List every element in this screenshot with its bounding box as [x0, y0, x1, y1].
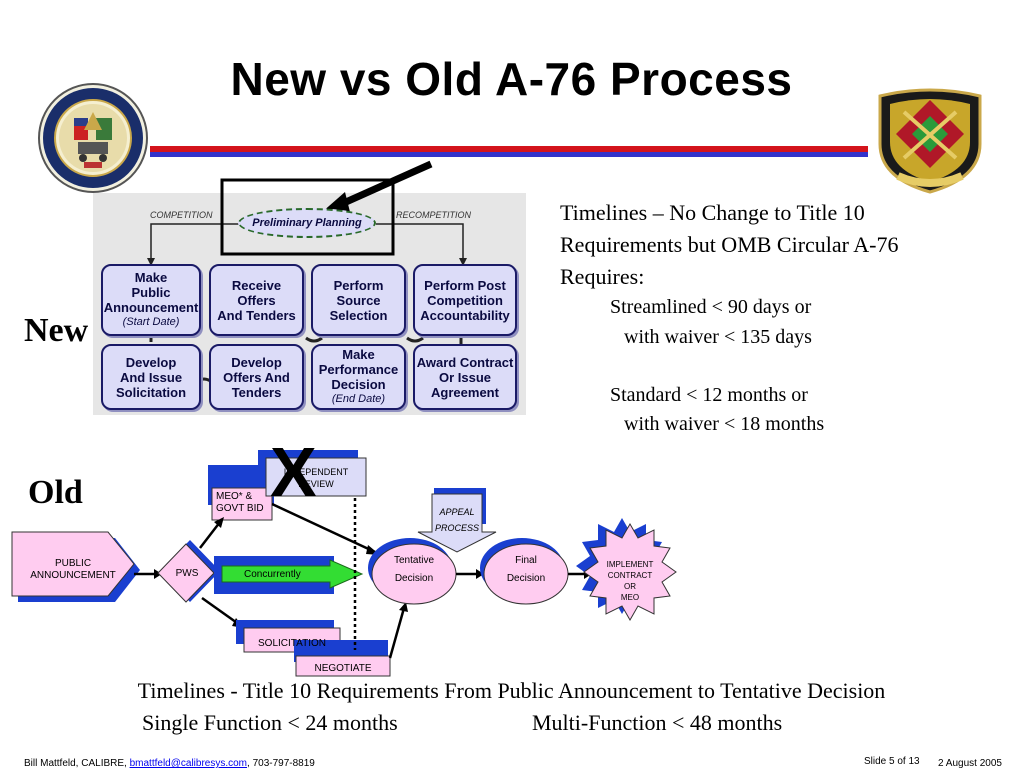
footer-phone: , 703-797-8819 — [247, 758, 315, 769]
title-rule-red — [150, 146, 868, 152]
box-note: (Start Date) — [122, 316, 180, 328]
make-public-announcement-box: Make Public Announcement (Start Date) — [101, 264, 201, 336]
army-seal-icon — [38, 83, 148, 193]
node-line: Decision — [394, 573, 434, 584]
standard-line1: Standard < 12 months or — [610, 384, 808, 406]
node-line: Decision — [506, 573, 546, 584]
footer-date: 2 August 2005 — [938, 758, 1002, 769]
node-line: ANNOUNCEMENT — [30, 570, 116, 581]
multi-function-text: Multi-Function < 48 months — [532, 710, 783, 735]
tentative-decision-node: Tentative Decision — [374, 552, 454, 588]
box-line: Receive — [231, 277, 282, 293]
streamlined-line1: Streamlined < 90 days or — [610, 296, 812, 318]
receive-offers-box: Receive Offers And Tenders — [209, 264, 304, 336]
box-line: Make — [134, 270, 168, 285]
node-line: GOVT BID — [216, 503, 264, 514]
solicitation-node: SOLICITATION — [258, 638, 326, 649]
node-line: PROCESS — [434, 523, 479, 533]
meo-govt-bid-node: MEO* & GOVT BID — [216, 491, 264, 515]
box-line: Solicitation — [115, 384, 187, 400]
box-line: Make — [342, 347, 375, 362]
command-crest-icon — [878, 88, 982, 194]
node-line: PUBLIC — [54, 558, 92, 569]
node-line: OR — [624, 582, 636, 591]
box-line: Perform — [333, 277, 384, 293]
box-note: (End Date) — [331, 393, 386, 405]
make-performance-decision-box: Make Performance Decision (End Date) — [311, 344, 406, 410]
implement-node: IMPLEMENT CONTRACT OR MEO — [592, 559, 668, 603]
standard-line2: with waiver < 18 months — [624, 413, 825, 435]
box-line: Develop — [231, 354, 282, 370]
perform-source-selection-box: Perform Source Selection — [311, 264, 406, 336]
footer-author: Bill Mattfeld, CALIBRE, — [24, 758, 130, 769]
node-line: Tentative — [393, 555, 435, 566]
box-line: Decision — [331, 377, 386, 392]
timelines-line3: Requires: — [560, 264, 645, 289]
box-line: Selection — [329, 307, 388, 323]
footer-contact: Bill Mattfeld, CALIBRE, bmattfeld@calibr… — [24, 758, 315, 769]
strike-x-mark: X — [270, 433, 317, 511]
bottom-timelines-line: Timelines - Title 10 Requirements From P… — [137, 678, 886, 703]
box-line: And Issue — [119, 369, 183, 385]
final-decision-node: Final Decision — [486, 552, 566, 588]
node-line: INDEPENDENT — [283, 467, 349, 477]
box-line: Announcement — [103, 300, 199, 315]
timelines-line1: Timelines – No Change to Title 10 — [560, 200, 865, 225]
pws-node: PWS — [175, 568, 199, 579]
node-line: Final — [515, 555, 537, 566]
streamlined-line2: with waiver < 135 days — [624, 326, 812, 348]
single-function-text: Single Function < 24 months — [142, 710, 398, 735]
box-line: Public — [131, 285, 171, 300]
node-line: MEO — [620, 593, 640, 602]
footer-slide-number: Slide 5 of 13 — [864, 756, 920, 767]
box-line: Source — [336, 292, 381, 308]
box-line: Award Contract — [416, 354, 514, 370]
box-line: Accountability — [420, 307, 510, 323]
appeal-process-node: APPEAL PROCESS — [432, 504, 482, 536]
footer-email-link[interactable]: bmattfeld@calibresys.com — [129, 758, 248, 769]
box-line: Competition — [427, 292, 503, 308]
develop-issue-solicitation-box: Develop And Issue Solicitation — [101, 344, 201, 410]
box-line: Offers And — [223, 369, 290, 385]
new-label: New — [24, 312, 89, 349]
develop-offers-tenders-box: Develop Offers And Tenders — [209, 344, 304, 410]
node-line: APPEAL — [439, 507, 475, 517]
node-line: REVIEW — [298, 479, 334, 489]
timelines-line2: Requirements but OMB Circular A-76 — [560, 232, 899, 257]
box-line: Tenders — [231, 384, 282, 400]
node-line: IMPLEMENT — [606, 560, 654, 569]
old-label: Old — [28, 474, 83, 511]
perform-post-competition-box: Perform Post Competition Accountability — [413, 264, 517, 336]
old-process-diagram — [11, 450, 677, 677]
box-line: Agreement — [431, 384, 499, 400]
box-line: Or Issue — [438, 369, 492, 385]
box-line: Perform Post — [424, 277, 506, 293]
independent-review-node: INDEPENDENT REVIEW — [266, 466, 366, 490]
box-line: And Tenders — [217, 307, 296, 323]
award-contract-box: Award Contract Or Issue Agreement — [413, 344, 517, 410]
node-line: MEO* & — [216, 491, 253, 502]
concurrently-label: Concurrently — [244, 569, 301, 580]
public-announcement-node: PUBLIC ANNOUNCEMENT — [12, 558, 134, 582]
slide-title: New vs Old A-76 Process — [230, 53, 793, 105]
node-line: CONTRACT — [607, 571, 653, 580]
title-rule-blue — [150, 152, 868, 157]
competition-label: COMPETITION — [150, 210, 213, 220]
box-line: Develop — [125, 354, 177, 370]
negotiate-node: NEGOTIATE — [314, 663, 372, 674]
box-line: Performance — [318, 362, 399, 377]
preliminary-planning-node: Preliminary Planning — [238, 208, 376, 238]
box-line: Offers — [237, 292, 276, 308]
recompetition-label: RECOMPETITION — [396, 210, 472, 220]
